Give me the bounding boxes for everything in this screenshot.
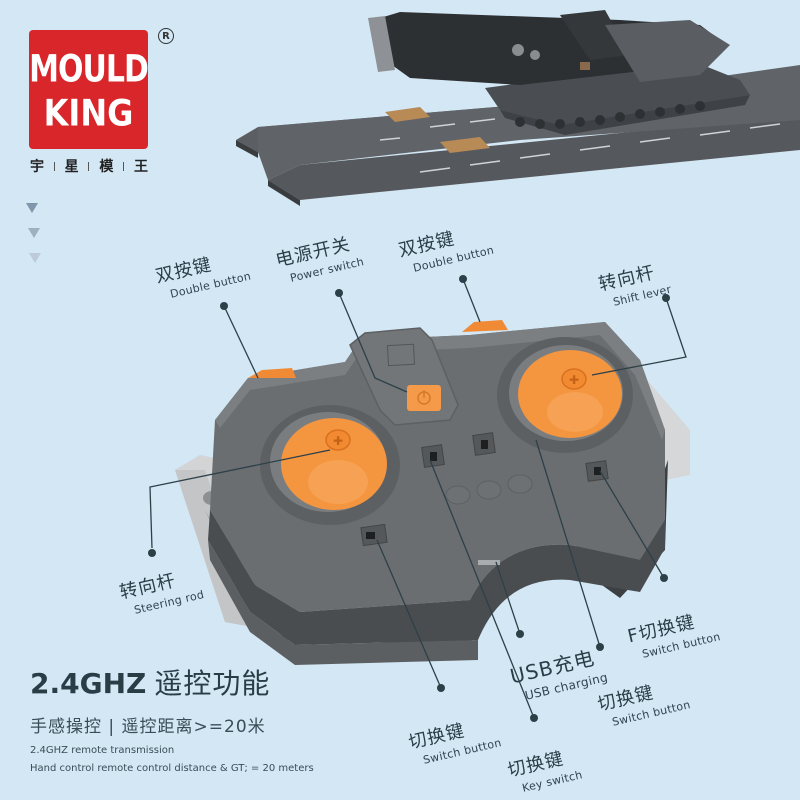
divider <box>53 161 55 171</box>
feature-title-en: 2.4GHZ <box>30 667 147 700</box>
brand-logo: MOULD KING <box>29 30 149 149</box>
brand-chinese-name: 宇 星 模 王 <box>30 156 148 176</box>
logo-text-top: MOULD <box>29 47 149 91</box>
leader-lines <box>149 278 687 719</box>
registered-mark-icon: R <box>158 28 174 44</box>
divider <box>123 161 125 171</box>
feature-subtitle-cn: 手感操控 | 遥控距离>=20米 <box>30 717 266 737</box>
feature-description-line1: 2.4GHZ remote transmission <box>30 745 175 756</box>
remote-controller: ✚ ✚ <box>175 320 690 665</box>
svg-text:✚: ✚ <box>333 434 343 448</box>
chevron-down-icon <box>26 203 38 213</box>
chevron-down-icon <box>28 228 40 238</box>
brand-char: 王 <box>133 159 148 175</box>
feature-description-line2: Hand control remote control distance & G… <box>30 763 314 774</box>
svg-text:✚: ✚ <box>569 373 579 387</box>
divider <box>88 161 90 171</box>
brand-char: 宇 <box>30 159 44 175</box>
chevron-down-icon <box>29 253 41 263</box>
feature-title-cn: 遥控功能 <box>154 667 271 700</box>
bridge-tank-model <box>236 10 800 206</box>
brand-char: 星 <box>64 159 79 175</box>
brand-char: 模 <box>99 159 114 175</box>
logo-text-bottom: KING <box>43 90 134 135</box>
